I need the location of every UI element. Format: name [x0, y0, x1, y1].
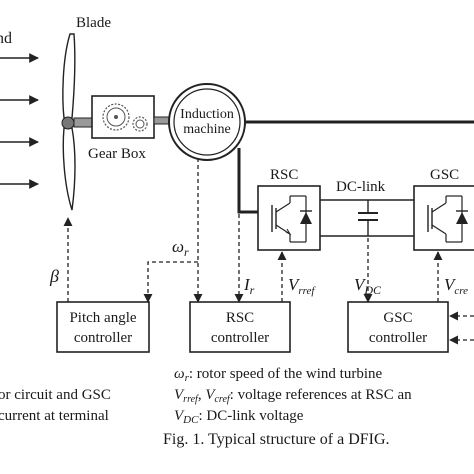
wind-label: nd [0, 30, 12, 47]
wind-arrows [0, 53, 39, 189]
rsc-controller-label-line2: controller [211, 330, 269, 346]
pitch-controller-label-line2: controller [74, 330, 132, 346]
legend-vdc: VDC: DC-link voltage [174, 408, 304, 426]
vcref-label: Vcre [444, 275, 468, 297]
vrref-label: Vrref [288, 275, 316, 297]
gear-box [91, 95, 155, 139]
igbt-icon [271, 195, 312, 243]
figure-caption: Fig. 1. Typical structure of a DFIG. [163, 431, 390, 448]
blade-label: Blade [76, 15, 111, 31]
ir-label: Ir [243, 275, 255, 297]
legend-left-line2: current at terminal [0, 408, 109, 424]
igbt-icon [427, 195, 468, 243]
rsc-label: RSC [270, 167, 298, 183]
omega-r-label: ωr [172, 237, 189, 259]
gsc-controller-label-line1: GSC [383, 310, 412, 326]
gear-icon [102, 103, 148, 132]
induction-machine-label-line1: Induction [180, 107, 234, 122]
gsc-label: GSC [430, 167, 459, 183]
rsc-controller-label-line1: RSC [226, 310, 254, 326]
blade-icon [61, 33, 76, 211]
dc-link-label: DC-link [336, 179, 386, 195]
gsc-controller [347, 301, 449, 353]
machine-shaft [153, 116, 171, 125]
omega-to-pitch-path [143, 261, 198, 303]
gsc-controller-label-line2: controller [369, 330, 427, 346]
rotor-shaft [73, 117, 95, 128]
vdc-label: VDC [354, 275, 382, 297]
beta-label: β [49, 266, 59, 286]
capacitor-icon [358, 200, 378, 236]
rotor-line [237, 148, 258, 214]
legend-vref: Vrref, Vcref: voltage references at RSC … [174, 387, 412, 405]
gear-box-label: Gear Box [88, 146, 146, 162]
legend-left-line1: or circuit and GSC [0, 387, 111, 403]
pitch-angle-controller [56, 301, 150, 353]
induction-machine-label-line2: machine [183, 122, 230, 137]
legend-omega: ωr: rotor speed of the wind turbine [174, 366, 383, 384]
rsc-controller [189, 301, 291, 353]
rsc-converter [257, 185, 321, 251]
pitch-controller-label-line1: Pitch angle [69, 310, 136, 326]
